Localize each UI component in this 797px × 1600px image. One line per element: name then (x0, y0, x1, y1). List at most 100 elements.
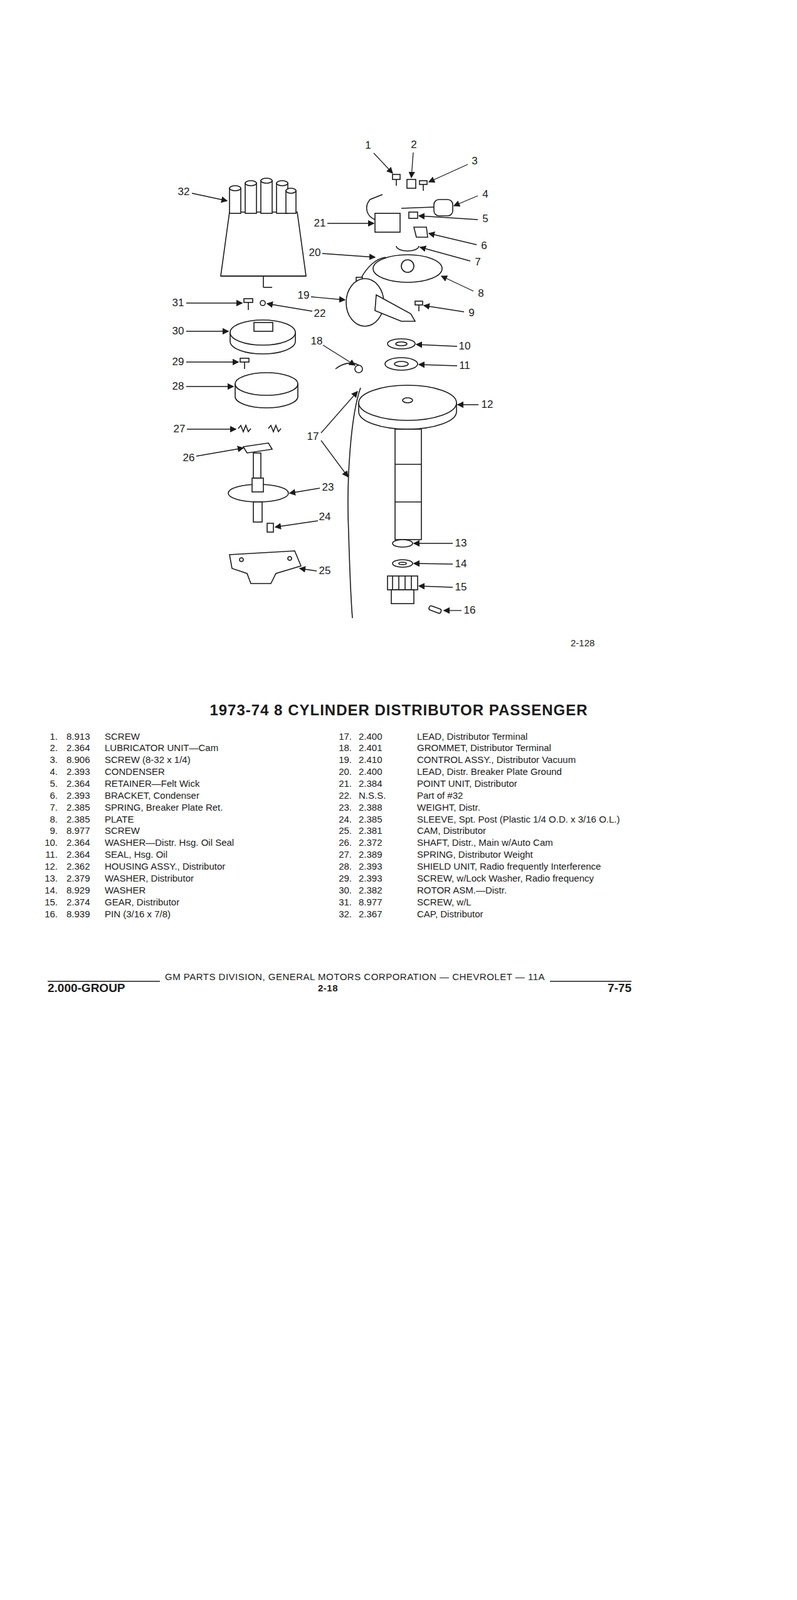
part-description: SPRING, Breaker Plate Ret. (104, 800, 223, 813)
part-description: HOUSING ASSY., Distributor (104, 859, 226, 872)
part-number: 2.364 (66, 776, 91, 789)
part-description: WASHER—Distr. Hsg. Oil Seal (104, 835, 234, 848)
part-description: RETAINER—Felt Wick (104, 776, 200, 789)
part-number: 2.379 (66, 871, 91, 884)
part-description: SLEEVE, Spt. Post (Plastic 1/4 O.D. x 3/… (416, 812, 620, 825)
callout-number: 4 (482, 188, 488, 201)
callout-number: 10 (459, 339, 471, 353)
item-number: 24. (338, 812, 352, 825)
page-title: 1973-74 8 CYLINDER DISTRIBUTOR PASSENGER (209, 701, 588, 719)
callout-number: 14 (455, 557, 468, 571)
item-number: 3. (49, 753, 58, 766)
part-number: 2.364 (66, 835, 91, 848)
part-description: CONTROL ASSY., Distributor Vacuum (416, 753, 576, 766)
callout-number: 13 (455, 536, 468, 550)
part-number: 2.364 (66, 847, 91, 860)
callout-number: 5 (482, 212, 488, 226)
part-description: SHIELD UNIT, Radio frequently Interferen… (416, 859, 601, 872)
part-number: 2.385 (66, 812, 91, 825)
part-description: LEAD, Distributor Terminal (416, 729, 528, 742)
item-number: 1. (49, 729, 58, 742)
part-description: PLATE (104, 812, 134, 825)
item-number: 13. (44, 871, 58, 884)
callout-number: 29 (172, 355, 185, 369)
item-number: 17. (338, 729, 352, 742)
callout-number: 26 (183, 451, 196, 465)
callout-number: 31 (172, 296, 185, 310)
part-number: 2.400 (358, 729, 383, 742)
callout-number: 3 (471, 154, 478, 168)
part-number: 2.367 (358, 907, 383, 920)
callout-number: 19 (297, 289, 310, 302)
item-number: 19. (338, 753, 352, 766)
callout-number: 15 (455, 580, 468, 594)
part-number: 2.393 (66, 765, 91, 777)
callout-number: 32 (178, 185, 191, 199)
part-number: 2.382 (358, 883, 383, 896)
part-description: SCREW, w/L (416, 895, 472, 908)
part-number: 2.385 (358, 812, 383, 825)
part-description: ROTOR ASM.—Distr. (416, 883, 507, 896)
date-label: 7-75 (607, 980, 632, 995)
leader-lines (186, 152, 479, 611)
item-number: 23. (338, 800, 352, 813)
part-number: 8.977 (358, 895, 383, 908)
callout-number: 25 (319, 564, 332, 577)
part-number: 8.939 (66, 907, 91, 920)
part-number: N.S.S. (358, 788, 386, 801)
group-label: 2.000-GROUP (47, 980, 126, 995)
item-number: 10. (44, 835, 58, 848)
callout-number: 22 (314, 307, 327, 320)
part-description: SEAL, Hsg. Oil (104, 847, 168, 860)
part-number: 8.913 (66, 729, 91, 742)
part-description: SCREW (104, 729, 140, 742)
callout-number: 16 (464, 603, 476, 617)
callout-number: 8 (477, 287, 484, 300)
footer-line: GM PARTS DIVISION, GENERAL MOTORS CORPOR… (164, 970, 545, 982)
part-number: 2.389 (358, 847, 383, 860)
item-number: 5. (49, 776, 58, 789)
callout-number: 11 (459, 359, 471, 372)
part-number: 8.906 (66, 753, 91, 766)
part-description: LUBRICATOR UNIT—Cam (104, 741, 219, 754)
item-number: 4. (49, 765, 58, 777)
part-number: 2.401 (358, 741, 383, 754)
item-number: 15. (44, 895, 58, 908)
item-number: 21. (338, 776, 352, 789)
part-description: PIN (3/16 x 7/8) (104, 907, 171, 920)
item-number: 31. (338, 895, 352, 908)
part-description: GEAR, Distributor (104, 895, 180, 908)
part-description: BRACKET, Condenser (104, 788, 200, 801)
callout-number: 6 (480, 239, 487, 253)
page-number: 2-18 (317, 981, 338, 994)
item-number: 8. (49, 812, 58, 825)
item-number: 7. (49, 800, 58, 813)
part-number: 2.393 (358, 871, 383, 884)
callout-number: 1 (364, 139, 371, 152)
part-number: 2.362 (66, 859, 91, 872)
item-number: 22. (338, 788, 352, 801)
part-number: 2.400 (358, 765, 383, 777)
callout-number: 17 (307, 430, 320, 443)
part-description: GROMMET, Distributor Terminal (416, 741, 552, 754)
part-description: SHAFT, Distr., Main w/Auto Cam (416, 835, 554, 848)
part-description: POINT UNIT, Distributor (416, 776, 518, 789)
part-number: 8.977 (66, 823, 91, 836)
part-description: WEIGHT, Distr. (416, 800, 481, 813)
item-number: 26. (338, 835, 352, 848)
callout-number: 9 (468, 306, 475, 320)
part-number: 2.374 (66, 895, 91, 908)
part-description: WASHER, Distributor (104, 871, 194, 884)
part-number: 2.372 (358, 835, 383, 848)
item-number: 18. (338, 741, 352, 754)
callout-number: 2 (410, 138, 417, 152)
callout-number: 30 (172, 324, 185, 338)
item-number: 14. (44, 883, 58, 896)
part-number: 2.381 (358, 823, 383, 836)
part-description: Part of #32 (416, 788, 463, 801)
callout-number: 12 (481, 398, 494, 411)
callout-number: 18 (311, 334, 323, 348)
callout-number: 24 (319, 510, 332, 523)
item-number: 25. (338, 823, 352, 836)
item-number: 12. (44, 859, 58, 872)
